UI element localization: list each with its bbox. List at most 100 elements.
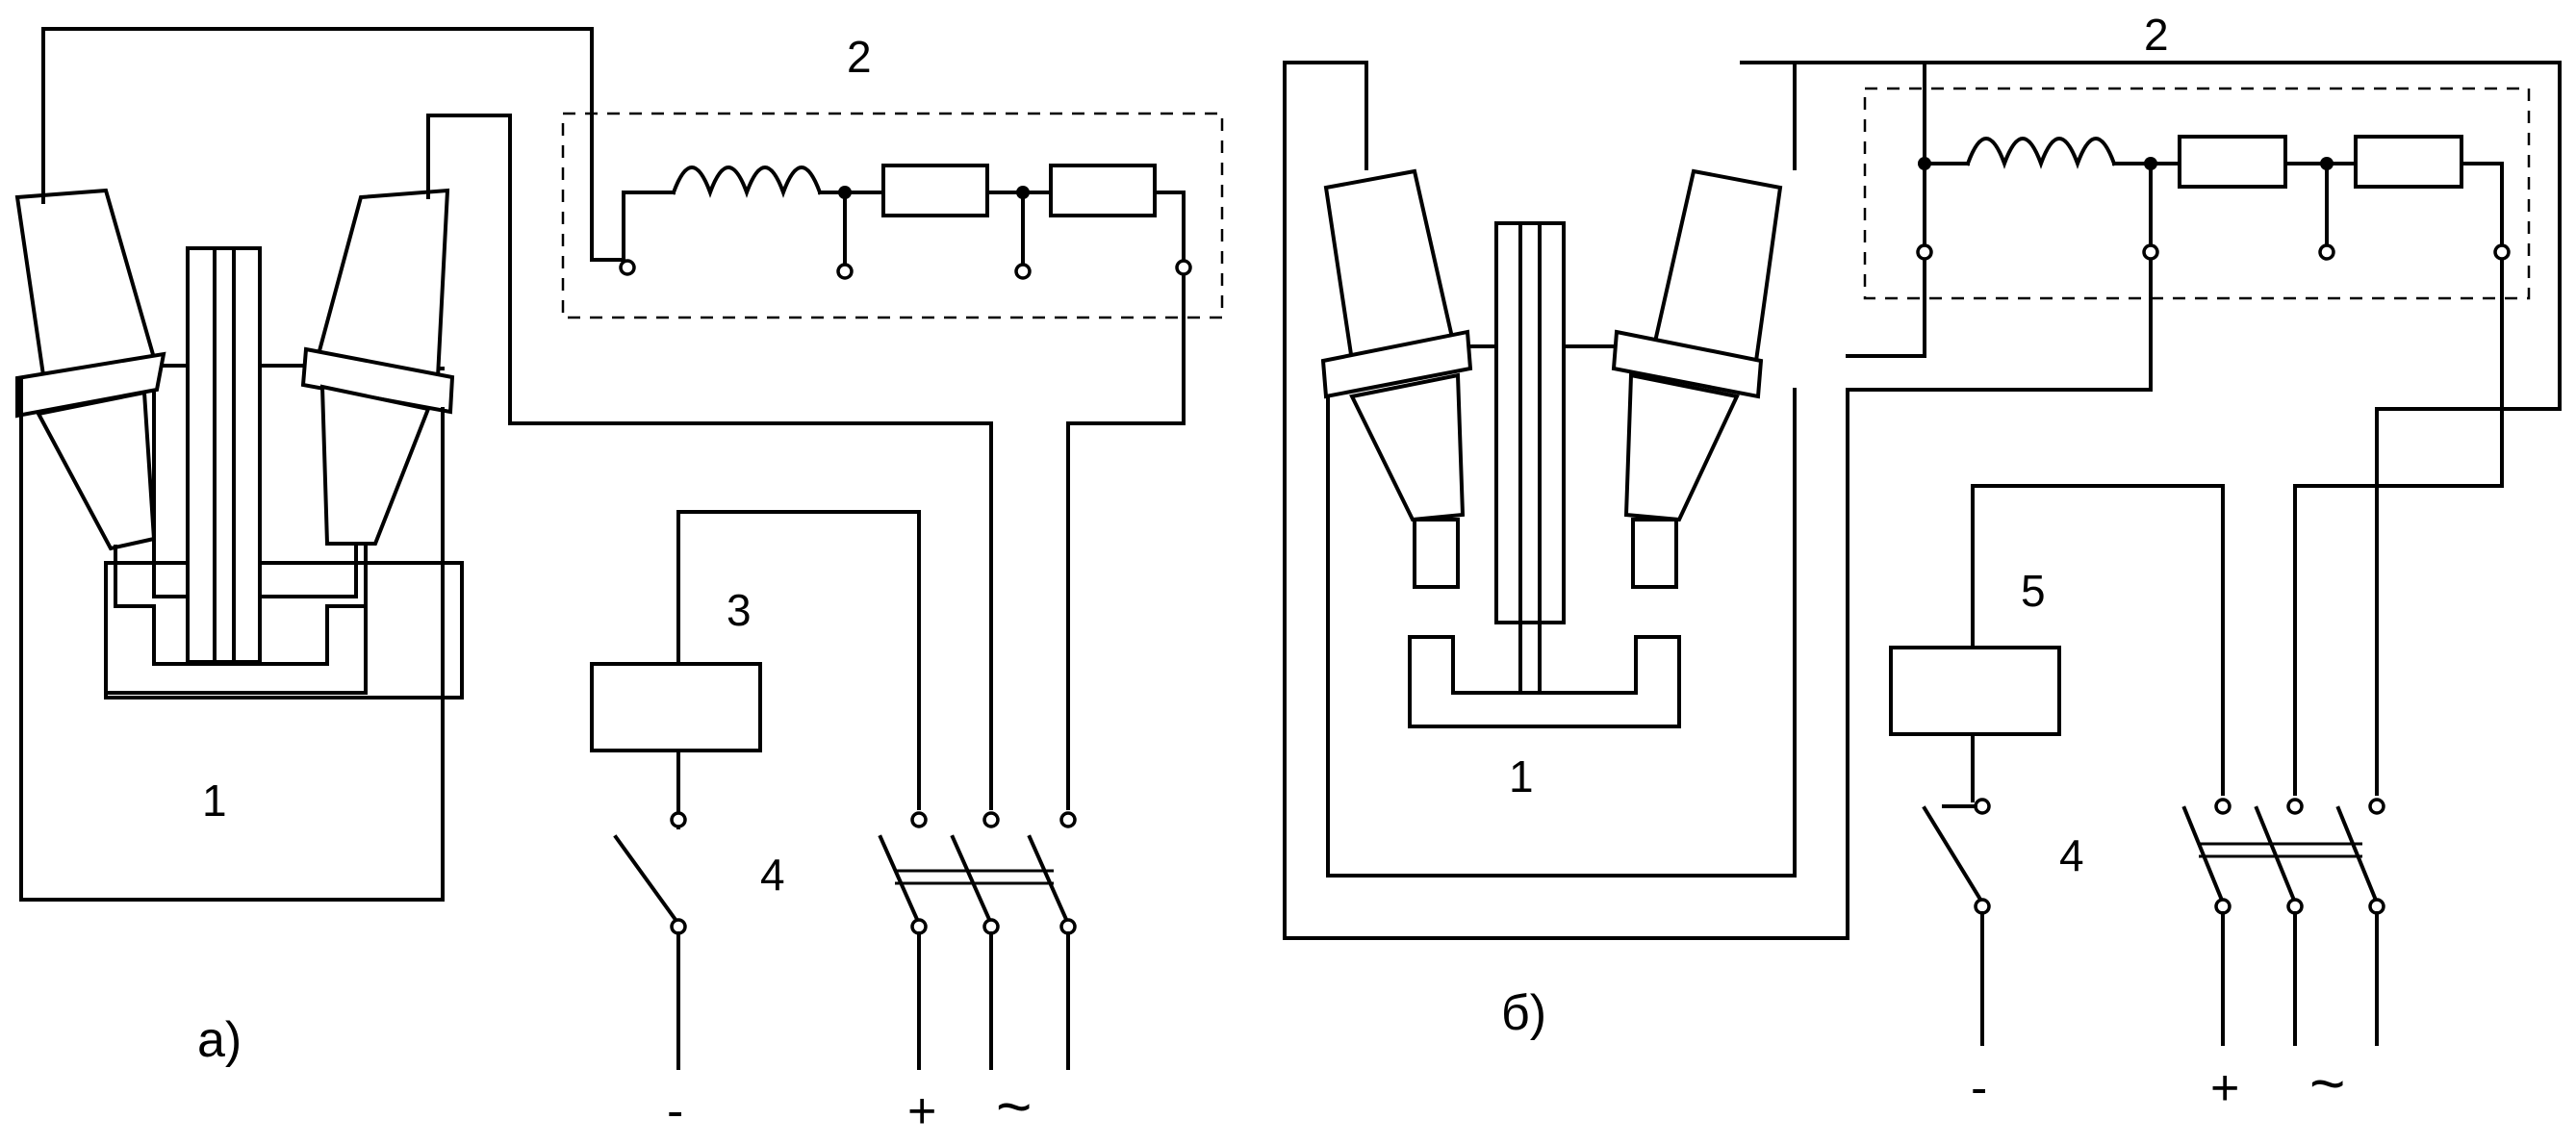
block-2-a: [561, 112, 1224, 319]
label-coil-a: 3: [727, 585, 752, 635]
wire-b-right-top: [1740, 61, 1797, 170]
node-1-b: [2144, 157, 2157, 170]
switch-bot-2-a: [910, 918, 928, 935]
label-plus-a: +: [907, 1083, 936, 1139]
switch-bot-4-b: [2368, 898, 2385, 915]
wire-r2-out-a: [1153, 191, 1186, 281]
label-minus-b: -: [1971, 1060, 1987, 1116]
terminal-2-a: [836, 263, 854, 280]
resistor-1-b: [2178, 135, 2287, 189]
label-transformer-b: 1: [1509, 751, 1534, 802]
block-lead-a: [622, 191, 676, 262]
enclosure-b-inner: [1326, 364, 1797, 878]
node-1-a: [838, 186, 852, 199]
switch-top-3-a: [982, 811, 1000, 828]
bushing-left-bottom-a: [35, 390, 157, 551]
enclosure-a: [19, 378, 445, 902]
node-0-b: [1918, 157, 1931, 170]
switch-bot-3-b: [2286, 898, 2304, 915]
relay-coil-5: [1889, 646, 2061, 736]
caption-a: а): [197, 1012, 242, 1068]
switch-top-3-b: [2286, 798, 2304, 815]
terminal-1-b: [1916, 243, 1933, 261]
node-2-b: [2320, 157, 2334, 170]
wire-b-tap: [1846, 250, 2153, 392]
label-ac-b: ~: [2309, 1049, 2345, 1118]
terminal-3-a: [1014, 263, 1032, 280]
wire-top-a: [41, 27, 625, 262]
enclosure-b-outer: [1283, 61, 1849, 940]
bushing-right-flange-a: [300, 346, 455, 415]
tank-outline-a: [104, 561, 464, 700]
core-bottom-b: [1408, 635, 1681, 728]
resistor-2-b: [2354, 135, 2463, 189]
wire-mid-a: [426, 114, 993, 810]
wire-ac-a: [1066, 277, 1186, 810]
switch-blade-2-a[interactable]: [878, 834, 922, 927]
wire-b-top: [1923, 61, 2562, 796]
bushing-left-flange-b: [1320, 329, 1473, 399]
wire-b-left-top: [1283, 61, 1368, 170]
inductor-b: [1965, 137, 2117, 169]
lead-right-a: [325, 545, 368, 608]
switch-top-1-b: [1974, 798, 1991, 815]
terminal-3-b: [2318, 243, 2335, 261]
core-bottom-a: [104, 561, 368, 695]
wire-b-ac: [2293, 258, 2504, 796]
core-column-b: [1494, 221, 1566, 624]
label-ac-a: ~: [996, 1072, 1032, 1140]
terminal-2-b: [2142, 243, 2159, 261]
switch-group-b: [1922, 798, 2385, 1046]
switch-top-2-a: [910, 811, 928, 828]
bushing-right-bottom-b: [1623, 372, 1740, 522]
switch-blade-3-a[interactable]: [950, 834, 994, 927]
relay-coil-3: [590, 662, 762, 752]
resistor-1-a: [881, 164, 989, 217]
switch-bot-3-a: [982, 918, 1000, 935]
terminal-4-a: [1175, 259, 1192, 276]
label-block-a: 2: [847, 32, 872, 82]
bushing-right-bottom-a: [319, 384, 431, 546]
block-outline-a: [561, 112, 1224, 319]
block-2-b: [1863, 87, 2531, 300]
transformer-b: [1283, 61, 1849, 940]
switch-bot-2-b: [2214, 898, 2232, 915]
switch-bot-4-a: [1059, 918, 1077, 935]
label-coil-b: 5: [2021, 566, 2046, 616]
transformer-a: [14, 188, 464, 902]
panel-b: 2 5 4 1 б) - + ~: [1283, 10, 2562, 1118]
bushing-left-top-a: [14, 188, 157, 378]
switch-blade-1-a[interactable]: [613, 834, 681, 927]
core-column-a: [186, 246, 262, 664]
bushing-right-flange-b: [1611, 329, 1764, 399]
switch-top-1-a: [670, 811, 687, 828]
lead-left-a: [114, 545, 156, 608]
bushing-left-tail-b: [1413, 518, 1460, 589]
wiring-a: [41, 27, 1186, 829]
bushing-right-top-b: [1652, 168, 1783, 364]
label-transformer-a: 1: [202, 776, 227, 826]
inductor-a: [671, 165, 823, 198]
caption-b: б): [1501, 985, 1546, 1041]
bushing-left-flange-a: [15, 351, 166, 419]
label-switch-a: 4: [760, 850, 785, 900]
switch-blade-4-a[interactable]: [1027, 834, 1071, 927]
bushing-right-tail-b: [1631, 518, 1678, 589]
terminal-4-b: [2493, 243, 2511, 261]
label-block-b: 2: [2144, 10, 2169, 60]
label-plus-b: +: [2210, 1060, 2239, 1116]
block-outline-b: [1863, 87, 2531, 300]
label-minus-a: -: [667, 1083, 683, 1139]
switch-blade-1-b[interactable]: [1922, 805, 1985, 905]
switch-top-4-b: [2368, 798, 2385, 815]
bushing-left-bottom-b: [1349, 372, 1466, 522]
terminal-1-a: [619, 259, 636, 276]
core-inner-a: [152, 604, 329, 666]
bushing-left-top-b: [1323, 168, 1456, 364]
switch-group-a: [613, 811, 1077, 1070]
node-2-a: [1016, 186, 1030, 199]
wire-b-coil: [1971, 484, 2225, 796]
label-switch-b: 4: [2059, 830, 2084, 880]
switch-top-2-b: [2214, 798, 2232, 815]
